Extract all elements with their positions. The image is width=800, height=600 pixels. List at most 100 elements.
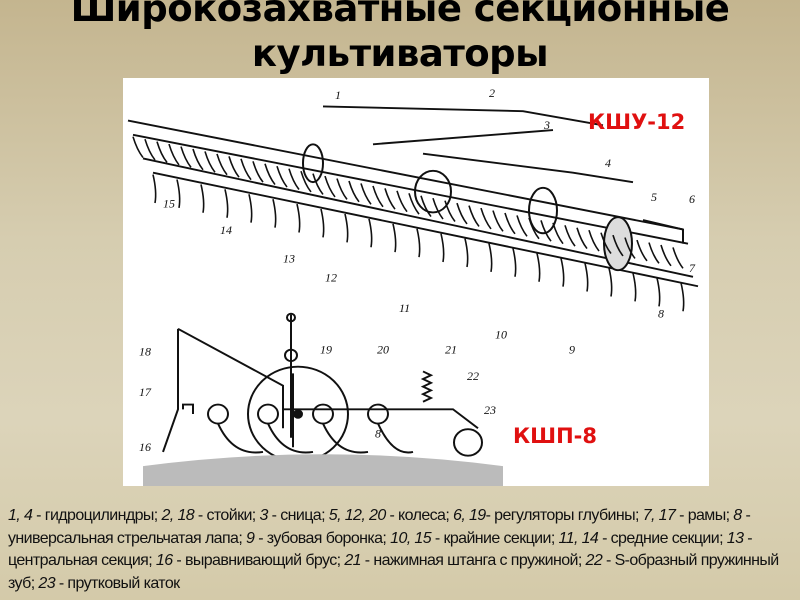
legend-description: - универсальная стрельчатая лапа;: [8, 507, 751, 547]
harrow-tooth: [396, 190, 408, 213]
harrow-tooth: [300, 170, 312, 193]
title-line-1: Широкозахватные секционные: [70, 0, 730, 30]
shank: [536, 253, 541, 282]
callout-4: 4: [605, 157, 611, 170]
cultivator-drawing: 1 2 3 4 5 6 7 8 9 10 11 12 13 14 15 18 1…: [127, 87, 699, 486]
harrow-tooth: [600, 232, 612, 254]
kshu-12-drawing: [127, 105, 699, 288]
harrow-tooth: [240, 158, 252, 181]
harrow-tooth: [276, 166, 288, 188]
callout-11: 11: [399, 302, 410, 315]
legend-description: - нажимная штанга с пружиной;: [360, 552, 586, 569]
title-line-2: культиваторы: [251, 32, 549, 75]
callout-18: 18: [139, 346, 151, 359]
shank: [632, 272, 637, 302]
legend-description: - зубовая боронка;: [254, 529, 391, 547]
shank: [176, 179, 181, 209]
callout-9: 9: [569, 344, 575, 357]
callout-8-bottom: 8: [375, 428, 381, 441]
shank: [224, 189, 229, 218]
harrow-tooth: [288, 168, 300, 190]
legend-number: 6, 19: [453, 507, 486, 524]
legend-number: 8: [733, 507, 742, 524]
legend-description: - средние секции;: [598, 529, 727, 547]
harrow-tooth: [432, 198, 444, 220]
harrow-tooth: [468, 205, 480, 227]
shank: [392, 223, 397, 253]
shank: [200, 184, 205, 213]
harrow-tooth: [456, 202, 468, 225]
harrow-tooth: [480, 207, 492, 230]
harrow-tooth: [552, 222, 564, 245]
harrow-tooth: [672, 247, 684, 269]
harrow-tooth: [264, 163, 276, 186]
harrow-tooth: [180, 146, 192, 168]
harrow-tooth: [144, 138, 156, 161]
legend-description: - выравнивающий брус;: [172, 552, 345, 569]
harrow-tooth: [576, 227, 588, 250]
shank: [656, 277, 661, 307]
callout-15: 15: [163, 198, 175, 211]
harrow-tooth: [636, 239, 648, 262]
harrow-tooth: [660, 244, 672, 267]
kshp-8-drawing: [162, 312, 483, 463]
shank: [344, 213, 349, 243]
harrow-tooth: [336, 178, 348, 200]
legend-number: 7, 17: [642, 507, 676, 524]
shank: [488, 243, 493, 272]
callout-1: 1: [335, 89, 341, 102]
callouts-bottom: 18 19 20 21 22 23 17 16 8: [139, 344, 496, 454]
harrow-tooth: [540, 220, 552, 242]
callout-6: 6: [689, 193, 695, 206]
shank: [512, 248, 517, 277]
legend-description: - гидроцилиндры;: [32, 507, 162, 524]
soil: [143, 454, 503, 486]
callout-5: 5: [651, 191, 657, 204]
callout-21: 21: [445, 344, 457, 357]
cultivator-diagram: 1 2 3 4 5 6 7 8 9 10 11 12 13 14 15 18 1…: [123, 78, 709, 486]
legend-number: 23: [38, 574, 56, 592]
callout-16: 16: [139, 441, 151, 454]
shank: [440, 233, 445, 263]
harrow-tooth: [648, 242, 660, 264]
legend-number: 10, 15: [390, 529, 432, 547]
callout-10: 10: [495, 329, 507, 342]
callout-12: 12: [325, 272, 337, 285]
legend-number: 1, 4: [8, 507, 33, 524]
model-label-kshu-12: КШУ-12: [588, 110, 686, 134]
harrow-tooth: [588, 230, 600, 252]
shank: [416, 228, 421, 258]
legend-number: 5, 12, 20: [328, 507, 386, 524]
shank: [680, 282, 685, 312]
callout-19: 19: [320, 344, 332, 357]
harrow-tooth: [312, 173, 324, 195]
legend-description: - крайние секции;: [431, 529, 559, 547]
callout-17: 17: [139, 386, 152, 399]
harrow-tooth: [132, 136, 144, 158]
callout-3: 3: [543, 119, 550, 132]
harrow-tooth: [228, 156, 240, 178]
harrow-tooth: [324, 175, 336, 198]
callout-23: 23: [484, 404, 496, 417]
shank: [320, 208, 325, 238]
legend-number: 16: [155, 552, 173, 569]
legend-description: - колеса;: [385, 507, 454, 524]
shank: [368, 218, 373, 248]
callout-14: 14: [220, 224, 232, 237]
callout-7: 7: [689, 262, 696, 275]
harrow-tooth: [516, 215, 528, 237]
harrow-tooth: [444, 200, 456, 222]
harrow-tooth: [420, 195, 432, 218]
callout-22: 22: [467, 370, 479, 383]
callout-13: 13: [283, 253, 295, 266]
shank: [272, 199, 277, 228]
callout-8: 8: [658, 308, 664, 321]
harrow-tooth: [384, 188, 396, 210]
slide-title: Широкозахватные секционные культиваторы: [0, 0, 800, 76]
legend-description: - стойки;: [194, 507, 260, 524]
callout-2: 2: [489, 87, 495, 100]
legend-description: - регуляторы глубины;: [485, 507, 643, 524]
shank: [560, 258, 565, 287]
callout-20: 20: [377, 344, 389, 357]
model-label-kshp-8: КШП-8: [513, 424, 598, 448]
